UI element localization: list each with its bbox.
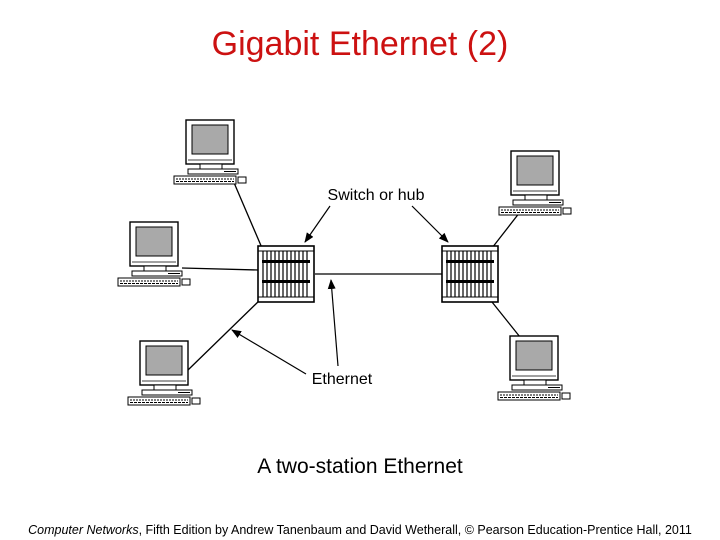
switch-label: Switch or hub	[328, 187, 425, 204]
arrow-to-right-switch	[411, 205, 449, 243]
computer-top-right	[498, 150, 572, 216]
switch-left	[257, 245, 315, 303]
slide-footer: Computer Networks, Fifth Edition by Andr…	[0, 522, 720, 538]
slide-title: Gigabit Ethernet (2)	[211, 25, 509, 63]
cable-middle-left	[181, 267, 259, 271]
cable-bottom-left	[187, 297, 263, 371]
arrow-to-left-switch	[304, 205, 331, 243]
arrow-to-switch-link	[327, 279, 339, 367]
footer-credits: , Fifth Edition by Andrew Tanenbaum and …	[138, 523, 692, 537]
footer-book-title: Computer Networks	[28, 523, 139, 537]
computer-top-left	[173, 119, 247, 185]
pointer-arrows	[231, 205, 449, 375]
cable-top-left	[231, 177, 263, 249]
computer-bottom-right	[497, 335, 571, 401]
cable-top-right	[491, 211, 521, 249]
diagram-caption: A two-station Ethernet	[257, 455, 463, 478]
computer-middle-left	[117, 221, 191, 287]
arrow-to-left-cable	[231, 329, 307, 375]
switch-right	[441, 245, 499, 303]
computer-bottom-left	[127, 340, 201, 406]
ethernet-label: Ethernet	[312, 371, 373, 388]
